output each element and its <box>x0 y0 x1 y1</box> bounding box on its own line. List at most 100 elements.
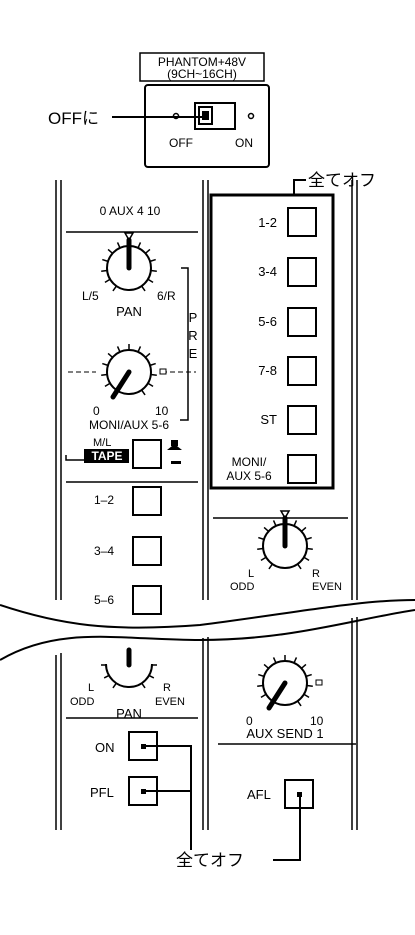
knob-tick <box>303 556 310 561</box>
pre-letter-e: E <box>189 346 198 361</box>
knob-tick <box>300 663 307 669</box>
knob-tick <box>107 352 114 358</box>
knob-tick <box>149 258 156 263</box>
left-assign-button-3-4[interactable] <box>132 536 162 566</box>
on-indicator-dot <box>247 112 255 120</box>
knob-tick <box>137 242 142 249</box>
lower-pan-odd-label: ODD <box>70 696 95 708</box>
aux4-scale-label: 0 AUX 4 10 <box>100 204 161 218</box>
bus-button-moni-aux[interactable] <box>287 454 317 484</box>
phantom-section: PHANTOM+48V (9CH~16CH) OFF ON <box>139 52 270 168</box>
bus-button-3-4[interactable] <box>287 257 317 287</box>
knob-tick <box>303 693 310 698</box>
knob-tick <box>112 682 117 689</box>
lower-pan-knob[interactable] <box>101 647 157 689</box>
tape-label-bg <box>84 449 129 463</box>
send-max-label: 10 <box>310 714 324 728</box>
knob-tick <box>293 657 298 664</box>
phantom-on-label: ON <box>235 136 253 150</box>
knob-tick <box>263 526 270 532</box>
phantom-title-box <box>139 52 265 82</box>
lower-pan-label: PAN <box>116 706 142 721</box>
aux-send-label: AUX SEND 1 <box>246 726 323 741</box>
knob-tick <box>101 269 108 272</box>
knob-tick <box>150 269 157 272</box>
knob-tick <box>137 346 142 353</box>
moni-max-label: 10 <box>155 404 169 418</box>
moni-aux-label: MONI/AUX 5-6 <box>89 418 169 432</box>
pan-right-label: 6/R <box>157 289 176 303</box>
knob-tick <box>147 278 154 283</box>
switch-up-symbol <box>171 440 178 446</box>
send-min-label: 0 <box>246 714 253 728</box>
bus-label-st: ST <box>260 412 277 427</box>
callout-all-off-top: 全てオフ <box>308 171 376 190</box>
knob-tick <box>272 657 277 664</box>
tape-leader-line <box>65 455 84 461</box>
right-pan-l-label: L <box>248 568 254 580</box>
moni-aux-knob[interactable] <box>101 344 157 400</box>
callout-off-ni: OFFに <box>48 109 99 128</box>
ml-tape-switch[interactable] <box>132 439 162 469</box>
knob-tick <box>306 547 313 550</box>
left-strip-lower: L ODD PAN R EVEN ON PFL <box>70 647 185 806</box>
knob-tick <box>102 258 109 263</box>
bus-label-1-2: 1-2 <box>258 215 277 230</box>
right-pan-odd-label: ODD <box>230 581 255 593</box>
left-assign-button-5-6[interactable] <box>132 585 162 615</box>
left-strip-upper: 0 AUX 4 10 L/5 PAN 6/R P R E 0 10 MONI/A… <box>65 204 198 615</box>
knob-tick <box>102 362 109 367</box>
bus-button-5-6[interactable] <box>287 307 317 337</box>
knob-tick <box>144 248 151 254</box>
knob-tick <box>305 536 312 541</box>
knob-tick <box>260 693 267 698</box>
left-assign-label-5-6: 5–6 <box>94 593 114 607</box>
knob-tick <box>272 520 277 527</box>
knob-tick <box>147 382 154 387</box>
pan-left-label: L/5 <box>82 289 99 303</box>
bus-label-5-6: 5-6 <box>258 314 277 329</box>
ml-label: M/L <box>93 437 111 449</box>
knob-tick <box>141 389 146 396</box>
pan-knob[interactable] <box>101 232 157 292</box>
lower-pan-r-label: R <box>163 682 171 694</box>
knob-tick <box>268 563 273 570</box>
knob-tick <box>116 346 121 353</box>
callout-all-off-top-line <box>293 179 306 195</box>
bus-label-3-4: 3-4 <box>258 264 277 279</box>
aux-send-knob[interactable] <box>257 655 313 711</box>
pre-letter-r: R <box>188 328 197 343</box>
bus-assign-box <box>209 193 335 490</box>
knob-tick <box>104 278 111 283</box>
knob-tick <box>263 663 270 669</box>
right-pan-r-label: R <box>312 568 320 580</box>
right-pan-knob[interactable] <box>257 510 313 570</box>
knob-tick <box>107 248 114 254</box>
knob-tick <box>306 684 313 687</box>
knob-tick <box>103 674 110 679</box>
bus-label-7-8: 7-8 <box>258 363 277 378</box>
right-strip-upper: 1-2 3-4 5-6 7-8 ST MONI/ AUX 5-6 L ODD R… <box>209 193 342 593</box>
knob-tick <box>116 242 121 249</box>
switch-down-symbol <box>171 461 181 464</box>
switch-up-base <box>167 446 182 450</box>
bus-button-7-8[interactable] <box>287 356 317 386</box>
pfl-switch-indicator <box>141 789 146 794</box>
knob-tick <box>141 682 146 689</box>
phantom-title-line2: (9CH~16CH) <box>167 67 237 81</box>
phantom-title-line1: PHANTOM+48V <box>158 55 246 69</box>
send-center-mark <box>315 679 323 686</box>
knob-tick <box>101 373 108 376</box>
knob-tick <box>257 684 264 687</box>
knob-tick <box>150 373 157 376</box>
left-assign-button-1-2[interactable] <box>132 486 162 516</box>
knob-tick <box>149 362 156 367</box>
knob-tick <box>144 352 151 358</box>
knob-tick <box>293 520 298 527</box>
bus-button-1-2[interactable] <box>287 207 317 237</box>
tape-label: TAPE <box>91 449 122 463</box>
bus-button-st[interactable] <box>287 405 317 435</box>
left-assign-label-1-2: 1–2 <box>94 493 114 507</box>
knob-tick <box>112 285 117 292</box>
knob-tick <box>141 285 146 292</box>
